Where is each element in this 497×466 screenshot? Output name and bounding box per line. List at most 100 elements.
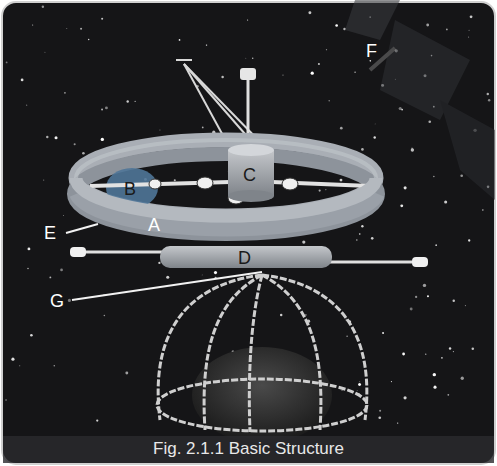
star — [68, 299, 71, 302]
star — [44, 52, 45, 53]
star — [101, 109, 103, 111]
star — [397, 422, 398, 423]
star — [280, 314, 283, 317]
star — [166, 276, 169, 279]
star — [174, 179, 176, 181]
cage — [157, 275, 367, 432]
star — [318, 63, 320, 65]
star — [32, 24, 33, 25]
star — [206, 44, 207, 45]
star — [354, 72, 355, 73]
caption-band — [3, 436, 494, 463]
callout-letter: C — [243, 166, 256, 184]
star — [282, 74, 283, 75]
star — [96, 419, 98, 421]
star — [74, 143, 76, 145]
star — [359, 233, 361, 235]
star — [433, 176, 434, 177]
star — [444, 200, 447, 203]
callout-letter: F — [366, 42, 377, 60]
star — [64, 92, 66, 94]
lower-cylinder — [70, 246, 428, 268]
star — [371, 237, 374, 240]
star — [361, 148, 364, 151]
star — [488, 99, 490, 101]
central-hub — [228, 150, 274, 196]
callout-letter: E — [44, 224, 56, 242]
star — [134, 101, 135, 102]
star — [55, 136, 58, 139]
star — [340, 127, 343, 130]
star — [447, 394, 449, 396]
leader-lines — [66, 224, 262, 300]
star — [340, 179, 343, 182]
star — [382, 332, 384, 334]
star — [452, 299, 454, 301]
star — [374, 136, 376, 138]
star — [252, 58, 253, 59]
callout-letter: G — [50, 292, 64, 310]
callout-letter: A — [148, 216, 160, 234]
star — [391, 381, 392, 382]
star — [441, 357, 443, 359]
star — [449, 347, 451, 349]
star — [374, 123, 376, 125]
star — [468, 36, 469, 37]
star — [356, 239, 357, 240]
spoke-pods — [149, 177, 298, 204]
star — [326, 49, 327, 50]
star — [101, 18, 103, 20]
star — [49, 277, 51, 279]
star — [43, 180, 44, 181]
star — [221, 76, 224, 79]
star — [487, 93, 489, 95]
star — [410, 308, 413, 311]
star — [21, 79, 24, 82]
star — [319, 189, 321, 191]
star — [400, 204, 403, 207]
star — [328, 100, 330, 102]
star — [201, 274, 203, 276]
star — [46, 136, 48, 138]
star — [202, 127, 204, 129]
star — [308, 11, 311, 14]
star — [469, 30, 470, 31]
star — [80, 28, 82, 30]
star — [325, 189, 327, 191]
star — [356, 389, 358, 391]
star — [42, 5, 44, 7]
star — [27, 268, 28, 269]
star — [433, 373, 436, 376]
star — [159, 129, 161, 131]
star — [54, 365, 56, 367]
callout-letter: D — [238, 249, 251, 267]
star — [28, 248, 31, 251]
tower-module — [240, 68, 256, 80]
star — [158, 262, 160, 264]
figure-caption: Fig. 2.1.1 Basic Structure — [153, 440, 344, 459]
star — [404, 396, 407, 399]
star — [245, 57, 247, 59]
star — [461, 377, 464, 380]
star — [423, 284, 426, 287]
star — [411, 148, 414, 151]
star — [335, 24, 338, 27]
star — [105, 106, 108, 109]
star — [125, 372, 128, 375]
star — [402, 353, 405, 356]
star — [399, 107, 402, 110]
lower-ring — [74, 154, 378, 234]
star — [26, 105, 27, 106]
star — [305, 314, 306, 315]
star — [66, 27, 68, 29]
star — [428, 121, 431, 124]
star — [179, 39, 181, 41]
star — [433, 386, 436, 389]
star — [468, 239, 470, 241]
star — [214, 271, 217, 274]
star — [460, 174, 463, 177]
star — [346, 335, 348, 337]
star — [19, 365, 20, 366]
